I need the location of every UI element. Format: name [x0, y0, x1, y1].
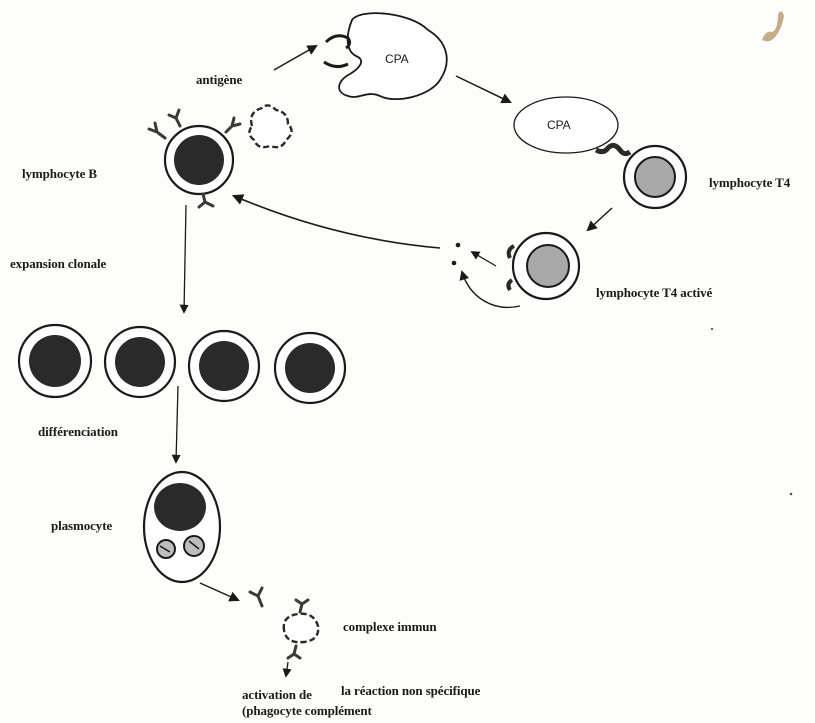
- arrow-plasmocyte-to-antibody: [200, 583, 238, 600]
- arrow-secretion-curve: [462, 272, 520, 307]
- clonal-cells: [19, 325, 345, 403]
- immune-complex: [284, 600, 318, 658]
- arrow-secretion-short: [472, 252, 496, 266]
- label-lymphocyte-t4: lymphocyte T4: [709, 175, 790, 190]
- arrow-complex-to-activation: [286, 662, 288, 676]
- label-lymphocyte-b: lymphocyte B: [22, 166, 97, 181]
- lymphocyte-b-nucleus: [174, 135, 224, 185]
- plasmocyte-nucleus: [154, 483, 206, 531]
- arrow-cpa-to-cpa-right: [456, 76, 510, 102]
- interleukin-dot: [456, 243, 461, 248]
- label-cpa-right: CPA: [547, 118, 570, 133]
- label-activation-de: activation de: [242, 687, 312, 702]
- stain-mark: [762, 11, 784, 41]
- label-cpa-top: CPA: [385, 52, 408, 67]
- label-expansion-clonale: expansion clonale: [10, 256, 106, 271]
- label-complexe-immun: complexe immun: [343, 619, 437, 634]
- cpa-antigen-capture: [324, 36, 350, 67]
- label-reaction-non-specifique: la réaction non spécifique: [341, 683, 480, 698]
- lymphocyte-t4-active-nucleus: [527, 245, 569, 287]
- cpa-t4-contact: [596, 145, 630, 153]
- arrow-clones-to-plasmocyte: [176, 386, 178, 462]
- interleukin-dot: [452, 261, 457, 266]
- label-differenciation: différenciation: [38, 424, 118, 439]
- label-antigen: antigène: [196, 72, 242, 87]
- label-plasmocyte: plasmocyte: [51, 518, 112, 533]
- arrow-b-to-clones: [184, 205, 186, 312]
- lymphocyte-t4-nucleus: [635, 157, 675, 197]
- bound-antigen: [249, 105, 291, 147]
- secreted-antibody: [250, 588, 262, 606]
- arrow-t4-to-lymphocyte-b: [234, 196, 440, 248]
- label-lymphocyte-t4-active: lymphocyte T4 activé: [596, 285, 712, 300]
- arrow-t4-to-t4-active: [588, 208, 612, 230]
- arrow-antigen-to-cpa: [274, 46, 316, 70]
- plasmocyte-vesicle: [184, 536, 204, 556]
- label-phagocyte-complement: (phagocyte complément: [242, 703, 372, 718]
